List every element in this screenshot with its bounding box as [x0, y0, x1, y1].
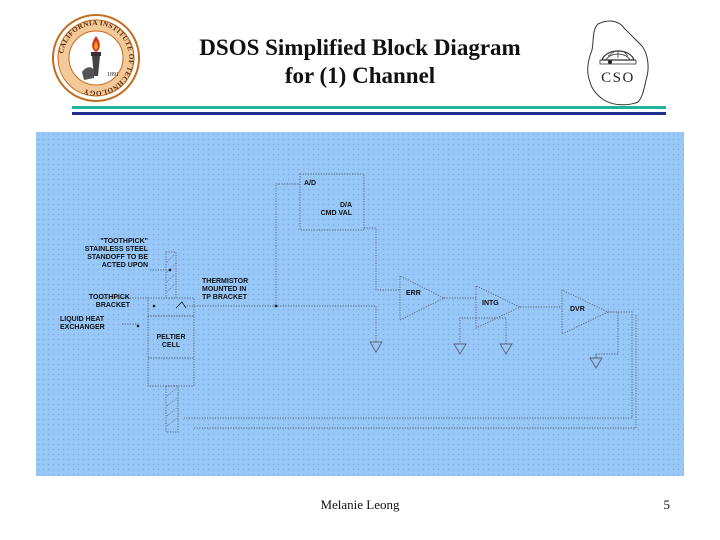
dvr-label: DVR	[570, 306, 585, 313]
toothpick-bracket	[147, 297, 195, 317]
page-title: DSOS Simplified Block Diagram for (1) Ch…	[150, 34, 570, 90]
toothpick-bracket-label: TOOTHPICK BRACKET	[88, 294, 130, 309]
footer-author: Melanie Leong	[320, 497, 400, 512]
da-label: D/A CMD VAL	[320, 202, 352, 217]
title-rule-navy	[72, 112, 666, 115]
block-diagram-drawing	[96, 173, 637, 433]
lower-column	[165, 385, 179, 433]
cso-logo: CSO	[587, 20, 649, 106]
ad-da-block	[299, 173, 365, 231]
caltech-seal-logo: CALIFORNIA INSTITUTE OF TECHNOLOGY 1891	[52, 14, 140, 102]
err-label: ERR	[406, 290, 421, 297]
toothpick-standoff	[165, 251, 177, 299]
signal-wires	[96, 183, 637, 429]
svg-text:CSO: CSO	[601, 70, 635, 86]
junction-dots	[136, 268, 278, 328]
dvr-amplifier	[561, 289, 610, 335]
thermistor-label: THERMISTOR MOUNTED IN TP BRACKET	[202, 278, 249, 301]
intg-amplifier	[475, 285, 522, 329]
liquid-heat-exchanger	[147, 357, 195, 387]
column-hatching	[166, 253, 178, 427]
title-rule-teal	[72, 106, 666, 109]
ground-symbols	[369, 341, 603, 369]
intg-label: INTG	[482, 300, 499, 307]
thermistor-icon	[175, 301, 187, 309]
block-diagram: A/D D/A CMD VAL ERR INTG DVR PELTIER CEL…	[36, 132, 684, 476]
title-line-1: DSOS Simplified Block Diagram	[199, 35, 521, 60]
svg-text:1891: 1891	[107, 72, 119, 78]
toothpick-standoff-label: "TOOTHPICK" STAINLESS STEEL STANDOFF TO …	[84, 238, 148, 269]
page-number: 5	[663, 497, 671, 512]
liquid-heat-exchanger-label: LIQUID HEAT EXCHANGER	[60, 316, 105, 331]
peltier-label: PELTIER CELL	[156, 334, 186, 349]
ad-label: A/D	[304, 180, 317, 187]
title-line-2: for (1) Channel	[284, 63, 436, 88]
err-amplifier	[399, 275, 446, 321]
